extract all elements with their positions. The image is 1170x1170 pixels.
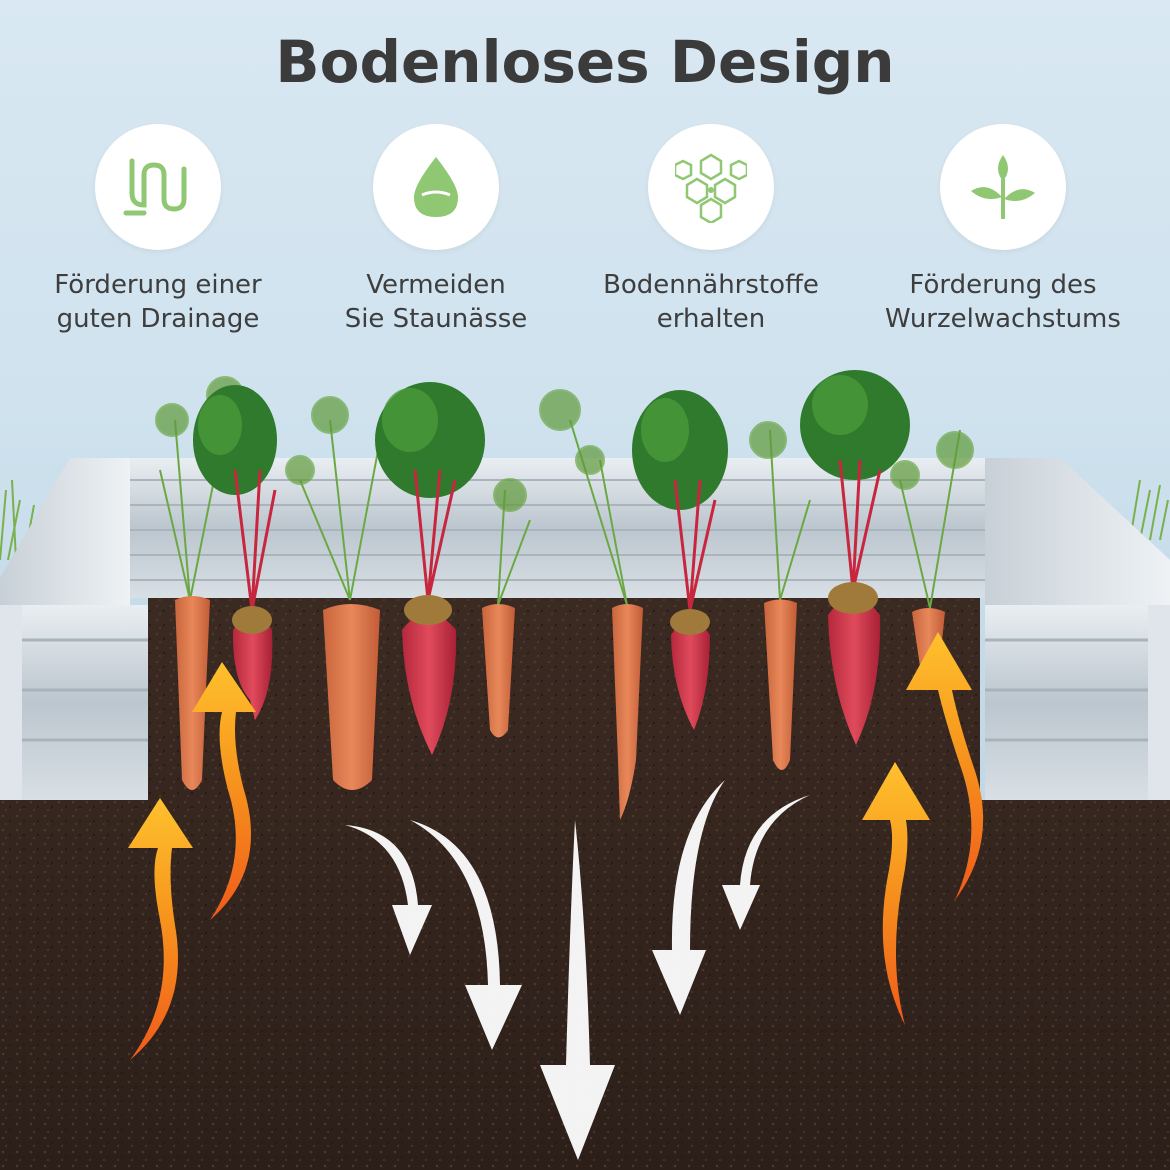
carrot-1 (175, 596, 210, 790)
soil (0, 598, 1170, 1170)
feature-label: Förderung einer guten Drainage (54, 270, 262, 334)
carrot-5 (764, 599, 797, 770)
bed-left-wall (0, 458, 150, 800)
feature-icon-circle (940, 124, 1066, 250)
feature-icon-circle (95, 124, 221, 250)
feature-icon-circle (648, 124, 774, 250)
carrot-3 (482, 604, 515, 738)
feature-root-growth: Förderung des Wurzelwachstums (873, 124, 1133, 336)
feature-waterlogging: Vermeiden Sie Staunässe (306, 124, 566, 336)
beet-2 (402, 595, 457, 755)
carrot-2 (323, 604, 380, 790)
honeycomb-nutrients-icon (675, 153, 747, 223)
feature-label: Förderung des Wurzelwachstums (885, 270, 1121, 334)
beet-3 (670, 609, 710, 730)
beet-4 (828, 582, 881, 745)
water-drop-icon (414, 157, 458, 217)
growth-arrows (128, 632, 984, 1060)
feature-icon-circle (373, 124, 499, 250)
beet-1 (232, 606, 273, 720)
foliage (155, 370, 974, 611)
drainage-pipe-icon (123, 158, 187, 216)
bed-right-wall (985, 458, 1170, 800)
feature-nutrients: Bodennährstoffe erhalten (581, 124, 841, 336)
drainage-arrows (345, 780, 810, 1160)
page-title: Bodenloses Design (275, 28, 895, 96)
feature-drainage: Förderung einer guten Drainage (28, 124, 288, 336)
sprout-icon (971, 155, 1035, 219)
feature-label: Vermeiden Sie Staunässe (344, 270, 528, 334)
feature-label: Bodennährstoffe erhalten (603, 270, 819, 334)
carrot-4 (612, 604, 643, 820)
